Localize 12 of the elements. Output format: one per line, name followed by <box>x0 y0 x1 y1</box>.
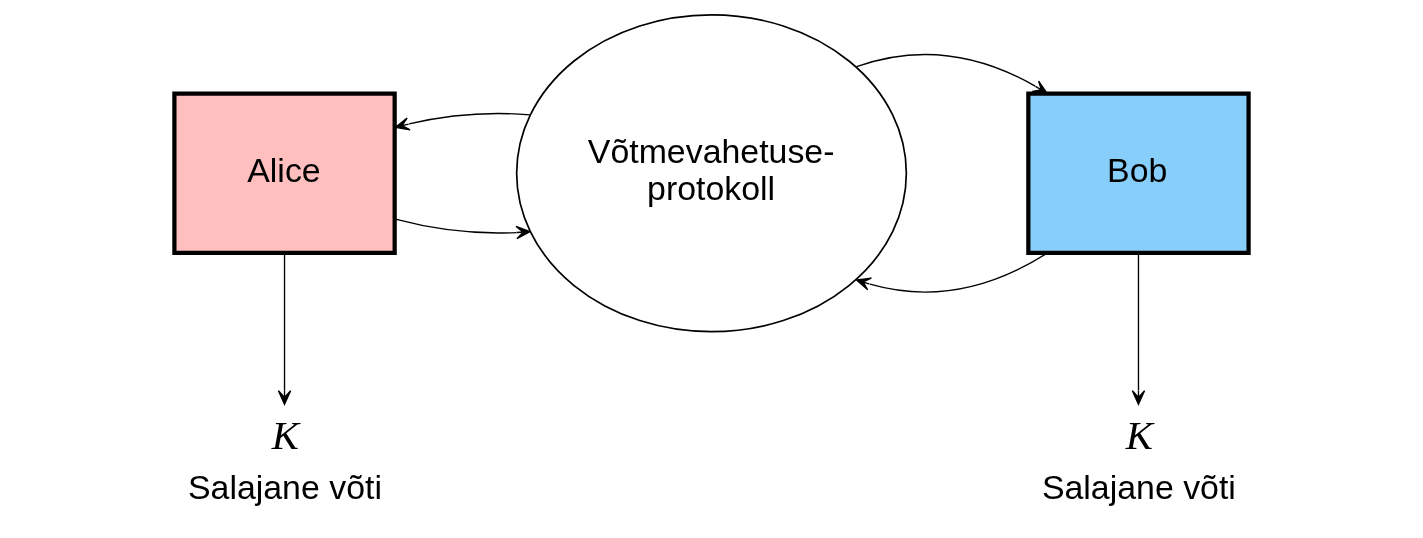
node-label: Salajane võti <box>187 468 382 507</box>
node-text: K <box>1125 412 1153 458</box>
node-box: Bob <box>1026 91 1251 255</box>
arrow <box>394 112 531 131</box>
arrow <box>394 218 531 240</box>
arrow <box>1131 252 1146 405</box>
arrow <box>277 252 292 405</box>
node-text: K <box>271 412 299 458</box>
node-box: Alice <box>172 91 397 255</box>
arrow <box>855 53 1048 94</box>
node-label: Salajane võti <box>1041 468 1236 507</box>
arrow <box>855 252 1048 293</box>
